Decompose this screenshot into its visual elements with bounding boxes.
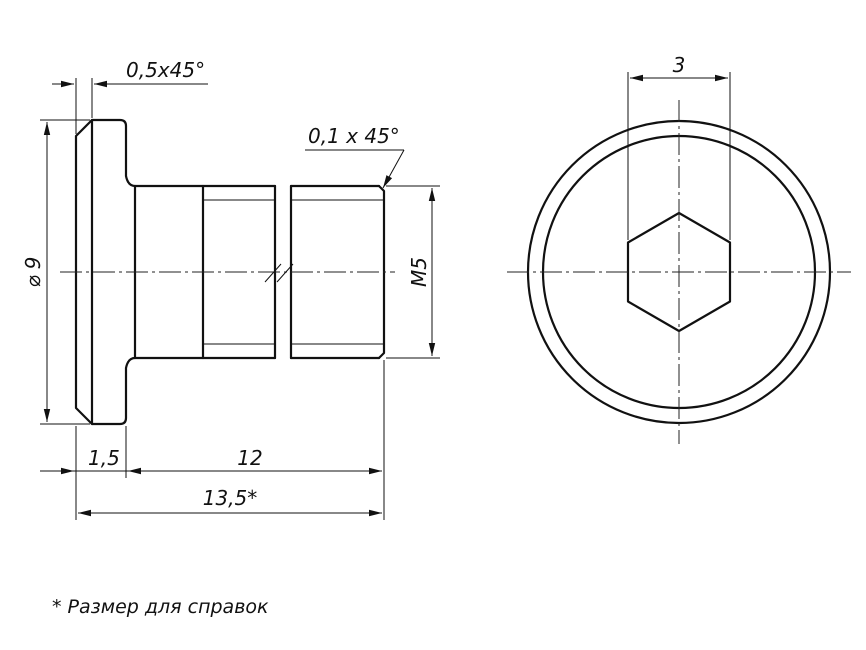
- chamfer-thread-label: 0,1 x 45°: [308, 124, 400, 148]
- break-mark-1: [264, 263, 282, 283]
- dim-thread: M5: [386, 185, 440, 359]
- side-view: [60, 118, 395, 426]
- reference-note: * Размер для справок: [52, 596, 269, 618]
- dim-hex: 3: [627, 53, 731, 240]
- dim-chamfer-thread: 0,1 x 45°: [305, 124, 405, 189]
- dim-total-length: 13,5*: [78, 486, 382, 517]
- thread-label: M5: [407, 257, 431, 287]
- diameter-value: 9: [21, 257, 45, 270]
- dim-diameter-head: ⌀9: [21, 119, 90, 425]
- total-length-label: 13,5*: [203, 486, 258, 510]
- chamfer-head-label: 0,5x45°: [126, 58, 205, 82]
- end-view: [507, 100, 851, 444]
- shank-length-label: 12: [237, 446, 262, 470]
- svg-text:⌀9: ⌀9: [21, 257, 45, 288]
- diameter-symbol: ⌀: [21, 275, 45, 287]
- dim-lengths: 1,5 12: [40, 360, 385, 520]
- dim-chamfer-head: 0,5x45°: [52, 58, 208, 134]
- hex-size-label: 3: [673, 53, 686, 77]
- head-length-label: 1,5: [88, 446, 120, 470]
- break-mark-2: [276, 263, 294, 283]
